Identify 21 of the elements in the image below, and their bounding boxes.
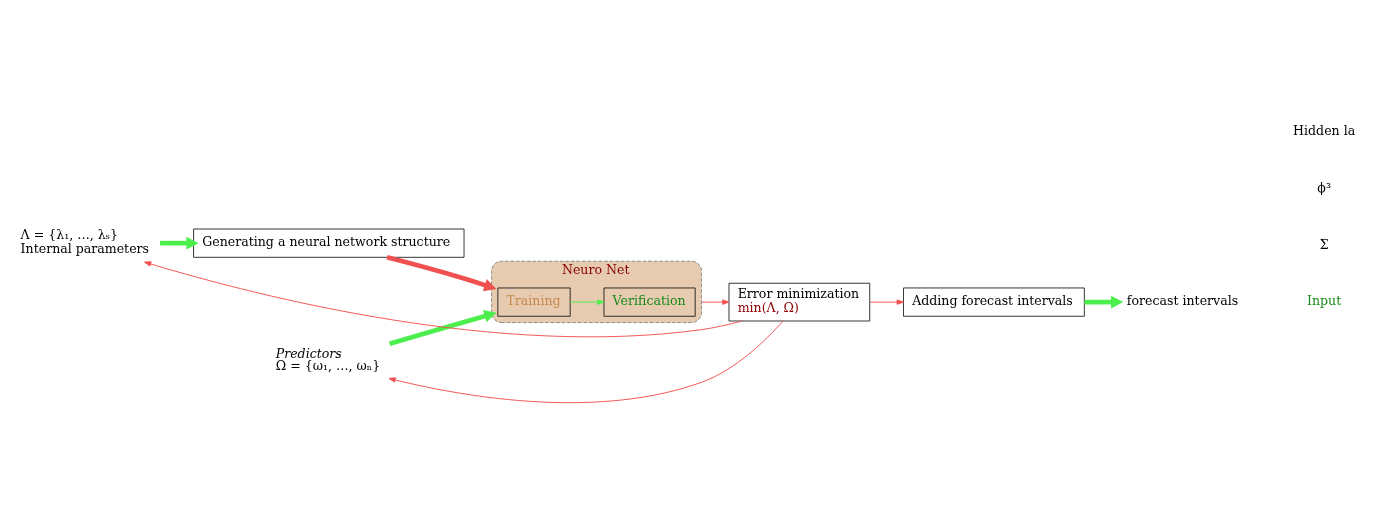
label: Hidden la: [1293, 122, 1356, 138]
arrow: [1084, 295, 1124, 308]
node-box: Training: [497, 287, 571, 317]
node-box: Adding forecast intervals: [903, 287, 1085, 317]
node-text: Predictors Ω = {ω₁, …, ωₙ}: [275, 345, 381, 373]
node-box: Generating a neural network structure: [193, 228, 465, 258]
arrow: [388, 309, 497, 346]
label: Σ: [1319, 236, 1329, 251]
arrow: [701, 298, 730, 305]
arrow: [160, 236, 199, 250]
arrow: [569, 298, 605, 305]
node-text: Λ = {λ₁, …, λₛ} Internal parameters: [20, 226, 150, 256]
node-box: Error minimization min(Λ, Ω): [728, 282, 871, 321]
arrow: [388, 320, 784, 403]
arrow: [386, 254, 497, 291]
label: Input: [1307, 292, 1342, 308]
node-box: Verification: [603, 287, 696, 317]
node-text: forecast intervals: [1126, 292, 1239, 308]
arrow: [869, 298, 904, 305]
label: ϕ³: [1317, 179, 1331, 195]
arrow: [144, 260, 743, 337]
